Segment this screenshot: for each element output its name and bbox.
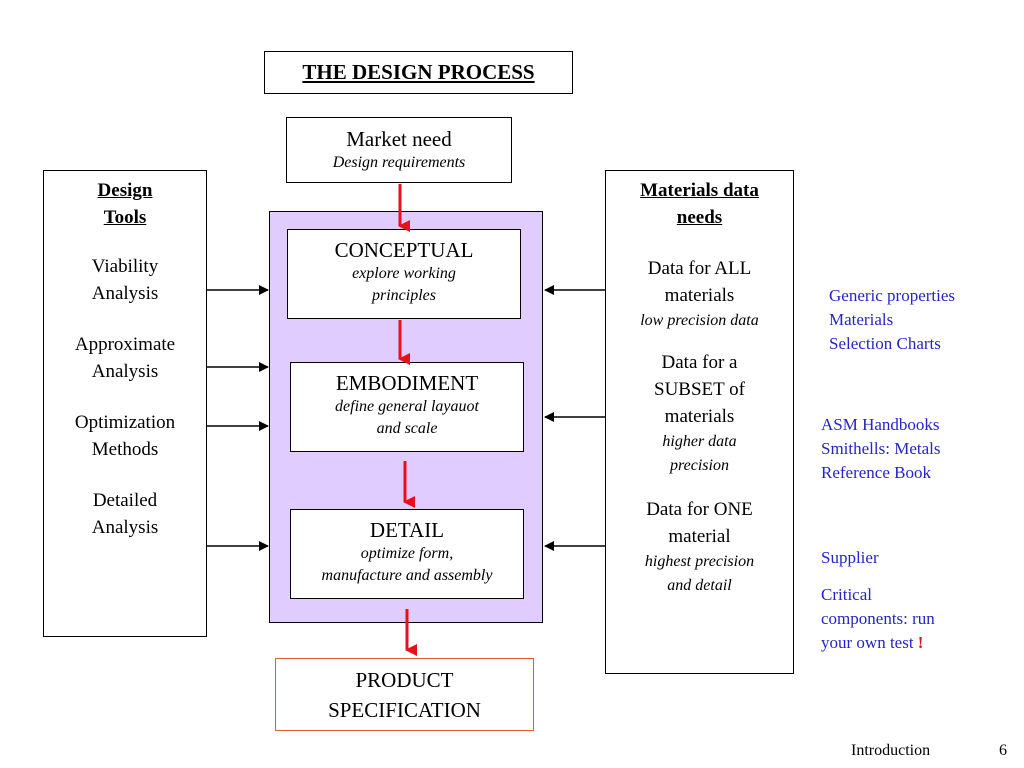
tool-approximate-line2: Analysis [91, 361, 159, 382]
materials-title-line1: Materials data [640, 180, 759, 201]
market-need-label: Market need [346, 127, 452, 151]
tool-viability: Viability Analysis [44, 253, 206, 307]
materials-subset-line1: Data for a [661, 352, 738, 373]
market-need-box: Market need Design requirements [286, 117, 512, 183]
embodiment-stage-box: EMBODIMENT define general layauot and sc… [290, 362, 524, 452]
detail-stage-box: DETAIL optimize form, manufacture and as… [290, 509, 524, 599]
embodiment-desc-line2: and scale [376, 420, 438, 437]
exclamation-mark: ! [917, 633, 924, 652]
source-generic-line2: Materials [829, 310, 894, 329]
source-critical-line2: components: run [821, 609, 935, 628]
materials-one-line1: Data for ONE [646, 499, 753, 520]
conceptual-desc-line1: explore working [352, 265, 456, 282]
source-asm-line1: ASM Handbooks [821, 415, 940, 434]
tool-viability-line2: Analysis [91, 283, 159, 304]
conceptual-stage-box: CONCEPTUAL explore working principles [287, 229, 521, 319]
detail-heading: DETAIL [369, 518, 445, 542]
source-asm-line3: Reference Book [821, 463, 931, 482]
tool-detailed-line2: Analysis [91, 517, 159, 538]
tool-detailed: Detailed Analysis [44, 487, 206, 541]
source-asm-line2: Smithells: Metals [821, 439, 941, 458]
tool-optimization-line1: Optimization [74, 412, 176, 433]
embodiment-desc-line1: define general layauot [335, 398, 479, 415]
materials-subset-line3: materials [664, 406, 735, 427]
source-supplier: Supplier [821, 548, 879, 567]
tool-optimization: Optimization Methods [44, 409, 206, 463]
conceptual-heading: CONCEPTUAL [334, 238, 474, 262]
specification-label: SPECIFICATION [328, 698, 481, 722]
materials-one-line2: material [668, 526, 731, 547]
source-critical-line3-text: your own test [821, 633, 914, 652]
design-tools-title-line1: Design [97, 180, 153, 201]
page-title-text: THE DESIGN PROCESS [302, 60, 535, 84]
materials-subset-note2: precision [670, 457, 729, 474]
tool-approximate: Approximate Analysis [44, 331, 206, 385]
materials-subset-line2: SUBSET of [654, 379, 745, 400]
materials-one-note2: and detail [667, 577, 732, 594]
materials-all-line1: Data for ALL [647, 258, 752, 279]
materials-data-box: Materials data needs Data for ALL materi… [605, 170, 794, 674]
tool-detailed-line1: Detailed [92, 490, 158, 511]
embodiment-heading: EMBODIMENT [335, 371, 479, 395]
product-specification-box: PRODUCT SPECIFICATION [275, 658, 534, 731]
tool-approximate-line1: Approximate [74, 334, 176, 355]
materials-all-block: Data for ALL materials low precision dat… [606, 255, 793, 333]
source-generic-line1: Generic properties [829, 286, 956, 305]
product-label: PRODUCT [355, 668, 454, 692]
design-tools-title-line2: Tools [103, 207, 147, 228]
materials-one-note1: highest precision [644, 553, 755, 570]
design-tools-box: Design Tools Viability Analysis Approxim… [43, 170, 207, 637]
footer-page-number: 6 [999, 742, 1007, 759]
footer-section-label: Introduction [851, 742, 931, 759]
materials-one-block: Data for ONE material highest precision … [606, 496, 793, 598]
materials-all-line2: materials [664, 285, 735, 306]
source-critical: Critical components: run your own test ! [821, 583, 935, 655]
tool-viability-line1: Viability [91, 256, 159, 277]
materials-subset-block: Data for a SUBSET of materials higher da… [606, 349, 793, 478]
tool-optimization-line2: Methods [91, 439, 159, 460]
page-title: THE DESIGN PROCESS [264, 51, 573, 94]
materials-subset-note1: higher data [662, 433, 737, 450]
materials-title-line2: needs [676, 207, 723, 228]
design-requirements-label: Design requirements [332, 154, 466, 171]
source-critical-line3: your own test ! [821, 631, 935, 655]
materials-all-note: low precision data [640, 312, 759, 329]
source-generic: Generic properties Materials Selection C… [829, 284, 955, 356]
conceptual-desc-line2: principles [372, 287, 436, 304]
source-generic-line3: Selection Charts [829, 334, 941, 353]
detail-desc-line1: optimize form, [360, 545, 454, 562]
detail-desc-line2: manufacture and assembly [321, 567, 493, 584]
source-asm: ASM Handbooks Smithells: Metals Referenc… [821, 413, 940, 485]
source-critical-line1: Critical [821, 585, 872, 604]
